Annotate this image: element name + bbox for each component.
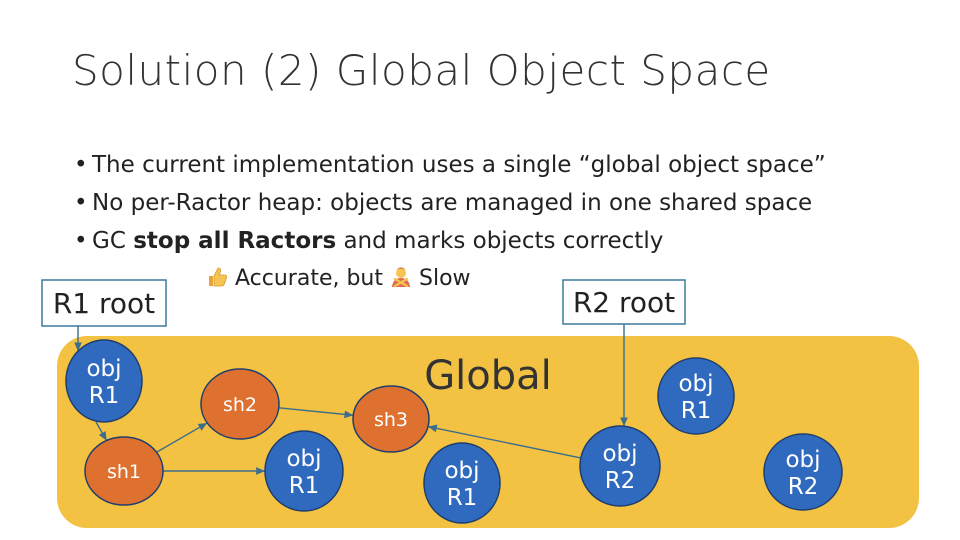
edges-layer [74,324,628,475]
node-label: R1 [681,398,712,424]
root-label: R1 root [53,287,155,320]
bullet-item: GC stop all Ractors and marks objects co… [74,222,826,260]
node-label: sh3 [374,409,408,431]
node-label: obj [785,447,820,473]
node-sh3 [352,385,430,453]
slow-text: Slow [419,266,471,291]
node-o6 [763,433,843,511]
bullet-text-bold: stop all Ractors [133,228,337,254]
node-sh2 [200,368,280,440]
bullet-item: The current implementation uses a single… [74,146,826,184]
root-box-r1root [41,279,167,327]
bullet-item: No per-Ractor heap: objects are managed … [74,184,826,222]
thumbs-up-icon [209,267,228,287]
slide-title: Solution (2) Global Object Space [72,46,771,95]
bullet-text: No per-Ractor heap: objects are managed … [92,190,813,216]
edge-o1-sh1 [95,421,108,441]
bullet-text-pre: GC [92,228,134,254]
roots-layer: R1 root R2 root [41,279,686,327]
node-label: obj [86,356,121,382]
edge-sh2-sh3 [278,407,354,419]
node-label: R1 [89,383,120,409]
node-o1 [65,339,143,423]
edge-o4-sh3 [427,424,581,459]
root-label: R2 root [573,286,675,319]
node-o3 [423,442,501,524]
node-label: sh2 [223,394,257,416]
node-label: R2 [788,474,819,500]
node-label: obj [678,371,713,397]
bullet-text: The current implementation uses a single… [92,152,826,178]
node-o4 [579,425,661,507]
node-o2 [264,430,344,512]
node-label: obj [602,441,637,467]
node-label: R2 [605,468,636,494]
node-label: R1 [289,473,320,499]
edge-sh1-sh2 [156,422,208,453]
root-box-r2root [562,279,686,325]
node-label: sh1 [107,461,141,483]
node-label: R1 [447,485,478,511]
node-o5 [657,357,735,435]
node-label: obj [444,458,479,484]
global-space-label: Global [424,353,552,399]
bullet-text-post: and marks objects correctly [336,228,664,254]
person-gesturing-no-icon [392,267,410,288]
accurate-text: Accurate, but [235,266,390,291]
node-label: obj [286,446,321,472]
node-sh1 [84,436,164,506]
tradeoff-note: Accurate, but Slow [206,266,471,291]
bullet-list: The current implementation uses a single… [74,146,826,260]
